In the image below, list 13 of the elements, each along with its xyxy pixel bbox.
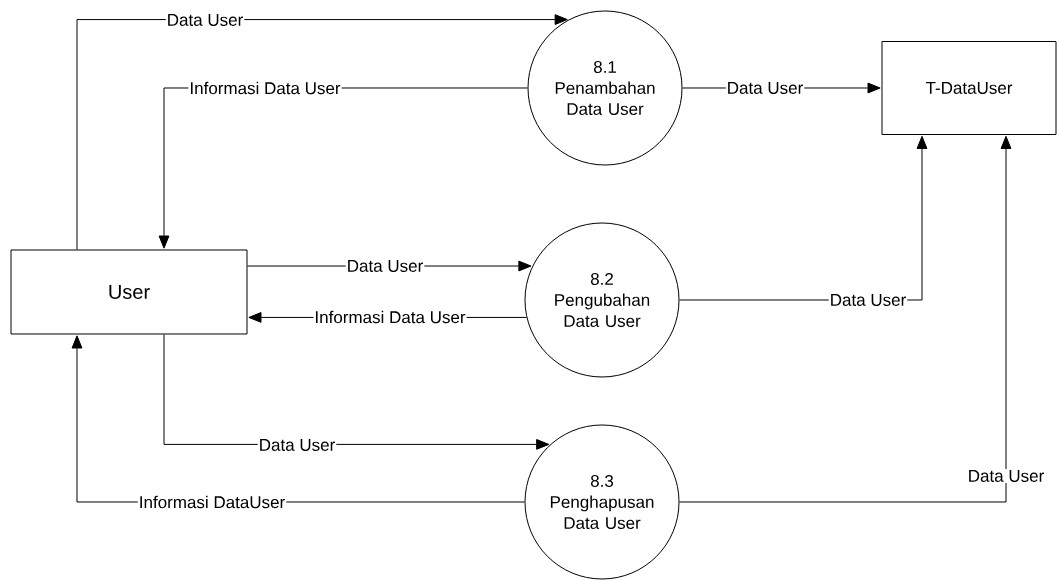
edge-label: Informasi Data User <box>313 309 467 325</box>
data-store-box: T-DataUser <box>881 41 1057 135</box>
edge-label: Data User <box>345 259 425 273</box>
edge-label: Informasi Data User <box>188 80 342 96</box>
arrow <box>679 135 1012 503</box>
edge-label: Data User <box>966 469 1046 483</box>
edge-label: Data User <box>828 293 908 307</box>
external-entity-box: User <box>10 249 248 335</box>
edge-label: Informasi DataUser <box>137 494 287 510</box>
edge-label: Data User <box>257 438 337 452</box>
arrow <box>76 14 568 250</box>
edge-label: Data User <box>165 13 245 27</box>
edge-label: Data User <box>725 81 805 95</box>
